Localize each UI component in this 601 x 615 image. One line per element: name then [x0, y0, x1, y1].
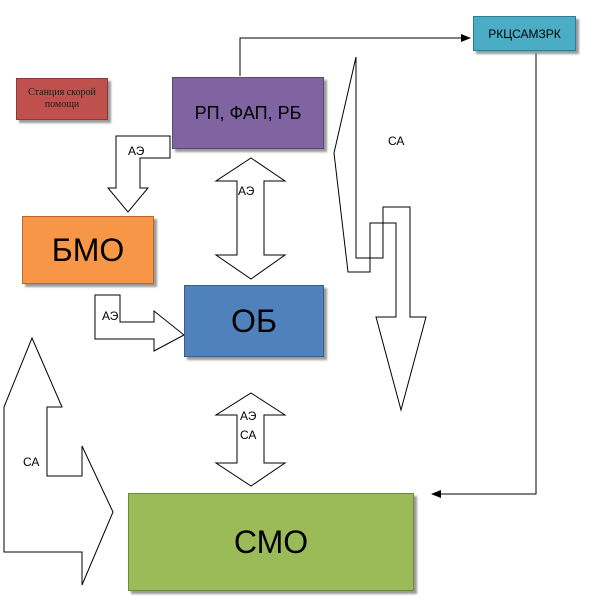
block-arrow-sa-right: [333, 56, 427, 412]
label-ae-rp-bmo: АЭ: [128, 144, 145, 158]
node-rkc-label: РКЦСАМЗРК: [488, 26, 561, 41]
block-arrow-rp-to-bmo: [106, 135, 171, 213]
node-station-label: Станция скорой помощи: [28, 87, 96, 110]
connector-rp-to-rkc: [239, 34, 471, 76]
node-smo: СМО: [128, 493, 414, 591]
label-ae-bmo-ob: АЭ: [102, 309, 119, 323]
label-ae-ob-smo: АЭ: [240, 409, 257, 423]
node-bmo-label: БМО: [51, 231, 125, 268]
node-ob: ОБ: [184, 285, 324, 357]
double-arrow-ob-smo: [214, 392, 287, 487]
node-smo-label: СМО: [233, 523, 309, 560]
node-ob-label: ОБ: [231, 302, 277, 339]
node-rp: РП, ФАП, РБ: [172, 77, 324, 149]
node-rkc: РКЦСАМЗРК: [473, 16, 576, 51]
label-sa-right: СА: [388, 134, 405, 148]
label-sa-ob-smo: СА: [240, 428, 257, 442]
double-arrow-rp-ob: [214, 157, 287, 280]
node-station: Станция скорой помощи: [16, 78, 108, 120]
node-bmo: БМО: [22, 216, 154, 284]
node-rp-label: РП, ФАП, РБ: [194, 102, 302, 123]
connector-rkc-to-smo: [431, 52, 537, 498]
block-arrow-sa-left: [3, 336, 114, 586]
label-ae-rp-ob: АЭ: [238, 184, 255, 198]
block-arrow-bmo-to-ob: [94, 294, 185, 352]
label-sa-left: СА: [23, 455, 40, 469]
